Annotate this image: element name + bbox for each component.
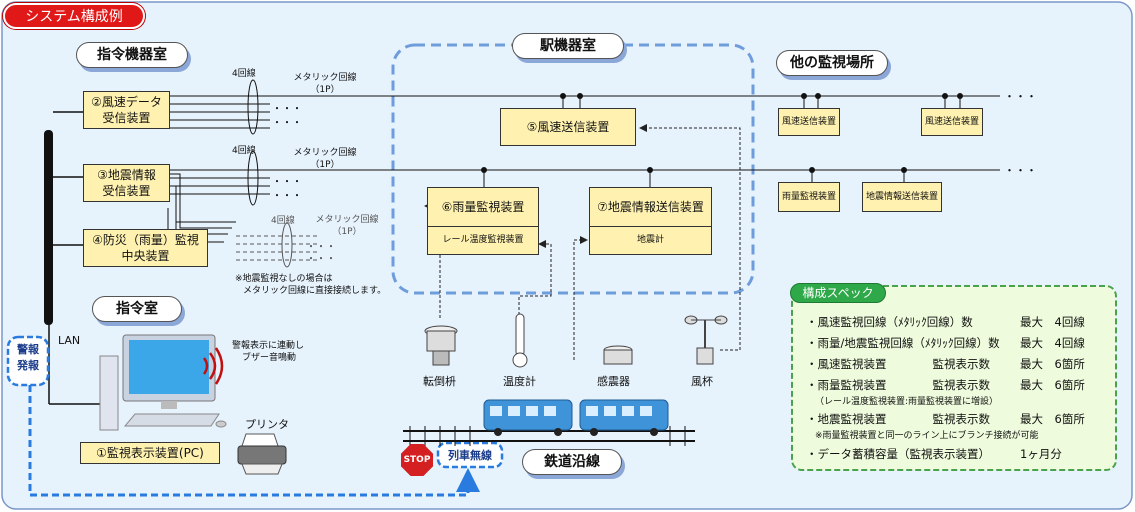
quake-receiver-line2: 受信装置: [102, 184, 151, 198]
quake-receiver-box: ③地震情報 受信装置: [83, 164, 170, 202]
display-pc-box: ①監視表示装置(PC): [80, 442, 220, 464]
room-command: 指令室: [92, 296, 182, 322]
circuits-label-2: 4回線: [232, 146, 256, 156]
tipping-bucket-icon: [424, 325, 458, 366]
printer-label: プリンタ: [245, 418, 289, 431]
spec-row-5-value: 最大 6箇所: [1020, 412, 1085, 426]
one-p-label-1: （1P）: [310, 85, 340, 95]
metallic-label-2: メタリック回線: [293, 148, 357, 158]
disaster-central-line2: 中央装置: [121, 249, 170, 263]
room-station-equipment: 駅機器室: [512, 33, 624, 59]
dots-6: ・・・: [306, 254, 336, 265]
room-command-equipment: 指令機器室: [76, 42, 188, 68]
dots-1: ・・・: [272, 104, 302, 115]
thermometer-label: 温度計: [503, 375, 536, 388]
rail-temp-label: レール温度監視装置: [428, 226, 538, 255]
alarm-line2: 発報: [17, 359, 39, 372]
disaster-central-line1: ④防災（雨量）監視: [92, 233, 199, 247]
no-quake-note-1: ※地震監視なしの場合は: [235, 274, 333, 284]
buzzer-note-1: 警報表示に連動し: [232, 341, 305, 351]
station-room-frame: [391, 43, 755, 295]
spec-row-2-name: ・雨量/地震監視回線（ﾒﾀﾘｯｸ回線）数: [806, 336, 1000, 350]
stop-sign-icon: STOP: [401, 444, 433, 476]
trailing-dots-2: ・・・: [1004, 164, 1037, 177]
lan-bus: [44, 130, 53, 325]
dots-4: ・・・: [272, 191, 302, 202]
spec-row-4-value: 最大 6箇所: [1020, 378, 1085, 392]
metallic-label-1: メタリック回線: [293, 73, 357, 83]
spec-title: 構成スペック: [790, 283, 886, 303]
buzzer-note-2: ブザー音鳴動: [242, 353, 297, 363]
spec-row-1-name: ・風速監視回線（ﾒﾀﾘｯｸ回線）数: [806, 315, 973, 329]
spec-row-1-value: 最大 4回線: [1020, 315, 1085, 329]
room-other-monitoring: 他の監視場所: [776, 50, 888, 76]
quake-receiver-line1: ③地震情報: [97, 168, 156, 182]
seismograph-label: 感震器: [597, 375, 630, 388]
diagram-title: システム構成例: [3, 3, 145, 29]
train-icon: [483, 399, 669, 436]
buzzer-sound-icon: [202, 347, 224, 385]
quake-sender-label: ⑦地震情報送信装置: [597, 200, 704, 214]
rain-monitor-box: ⑥雨量監視装置 レール温度監視装置: [427, 187, 539, 255]
wind-sender-box: ⑤風速送信装置: [500, 108, 636, 146]
circuits-label-3: 4回線: [271, 216, 295, 226]
spec-row-2-value: 最大 4回線: [1020, 336, 1085, 350]
trailing-dots-1: ・・・: [1004, 90, 1037, 103]
one-p-label-2: （1P）: [310, 160, 340, 170]
alarm-line1: 警報: [17, 343, 39, 356]
spec-row-3-value: 最大 6箇所: [1020, 357, 1085, 371]
seismograph-icon: [603, 345, 633, 365]
wind-receiver-line2: 受信装置: [102, 111, 151, 125]
disaster-central-box: ④防災（雨量）監視 中央装置: [83, 229, 208, 267]
dots-2: ・・・: [272, 118, 302, 129]
printer-icon: [237, 433, 287, 475]
spec-row-5-name: ・地震監視装置 監視表示数: [806, 412, 990, 426]
lan-label: LAN: [58, 334, 81, 347]
wind-receiver-box: ②風速データ 受信装置: [83, 91, 170, 129]
anemometer-label: 風杯: [691, 375, 713, 388]
remote-quake-sender: 地震情報送信装置: [862, 182, 942, 212]
circuits-label-1: 4回線: [232, 69, 256, 79]
rain-monitor-label: ⑥雨量監視装置: [441, 200, 525, 214]
spec-row-6-name: ・データ蓄積容量（監視表示装置）: [806, 447, 990, 461]
thermometer-icon: [512, 313, 528, 368]
spec-row-3-name: ・風速監視装置 監視表示数: [806, 357, 990, 371]
spec-row-4-name: ・雨量監視装置 監視表示数: [806, 378, 990, 392]
quake-sender-box: ⑦地震情報送信装置 地震計: [589, 187, 712, 255]
seismometer-label: 地震計: [590, 226, 711, 255]
one-p-label-3: （1P）: [332, 227, 362, 237]
tipping-bucket-label: 転倒枡: [423, 375, 456, 388]
remote-wind-sender-2: 風速送信装置: [921, 108, 983, 136]
spec-rain-subnote: （レール温度監視装置:雨量監視装置に増設）: [815, 397, 999, 407]
alarm-label: 警報 発報: [8, 342, 48, 374]
pc-illustration: [99, 334, 227, 431]
train-radio-label: 列車無線: [448, 449, 492, 462]
remote-wind-sender-1: 風速送信装置: [778, 108, 840, 136]
anemometer-icon: [684, 315, 728, 365]
remote-rain-monitor: 雨量監視装置: [778, 182, 840, 212]
room-railway: 鉄道沿線: [522, 449, 622, 475]
spec-quake-subnote: ※雨量監視装置と同一のライン上にブランチ接続が可能: [815, 431, 1039, 441]
metallic-label-3: メタリック回線: [315, 215, 379, 225]
spec-row-6-value: 1ヶ月分: [1020, 447, 1062, 461]
no-quake-note-2: メタリック回線に直接接続します。: [243, 286, 387, 296]
wind-receiver-line1: ②風速データ: [91, 95, 162, 109]
dots-3: ・・・: [272, 177, 302, 188]
dots-5: ・・・: [306, 242, 336, 253]
